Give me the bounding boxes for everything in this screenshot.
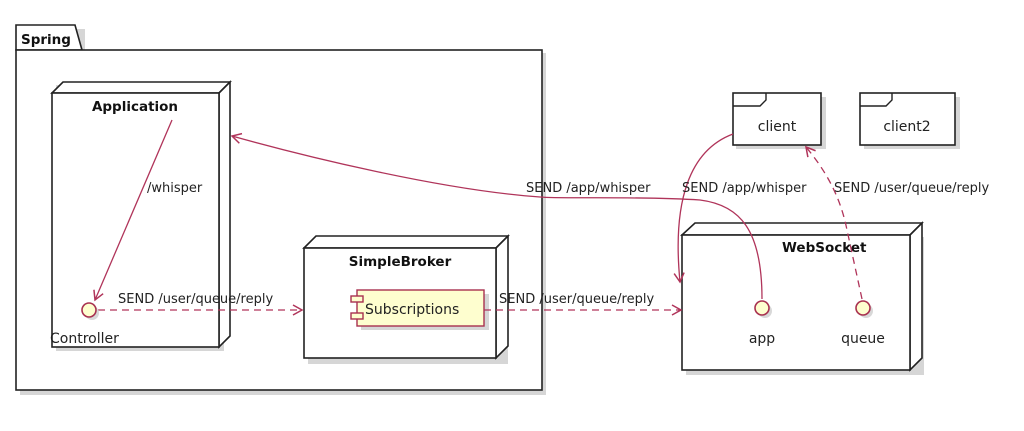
subscriptions-component: Subscriptions [350,289,489,330]
client2-label: client2 [883,119,930,135]
edge-label-queue-reply: SEND /user/queue/reply [834,181,989,196]
client-frame: client [732,92,826,149]
edge-label-client-whisper: SEND /app/whisper [682,181,807,196]
controller-label: Controller [50,331,119,347]
simple-broker-node-label: SimpleBroker [349,254,452,270]
queue-label: queue [841,331,885,347]
application-node: Application [50,80,232,351]
subscriptions-label: Subscriptions [365,302,459,318]
application-node-label: Application [92,99,178,115]
edge-application-controller [93,119,173,302]
edge-queue-client [805,145,863,300]
edges: /whisper SEND /user/queue/reply SEND /us… [93,119,989,316]
edge-label-subscriptions-send: SEND /user/queue/reply [499,292,654,307]
queue-interface: queue [841,300,885,347]
edge-label-app-whisper: SEND /app/whisper [526,181,651,196]
edge-label-controller-send: SEND /user/queue/reply [118,292,273,307]
edge-app-application [230,132,763,300]
app-interface: app [749,300,775,347]
client-label: client [758,119,797,135]
edge-client-websocket [673,133,734,284]
websocket-node-label: WebSocket [782,240,867,256]
controller-interface: Controller [50,302,119,347]
client2-frame: client2 [859,92,960,149]
websocket-node: WebSocket [679,221,924,375]
spring-package-label: Spring [21,32,71,48]
edge-label-whisper: /whisper [147,181,203,196]
app-label: app [749,331,775,347]
